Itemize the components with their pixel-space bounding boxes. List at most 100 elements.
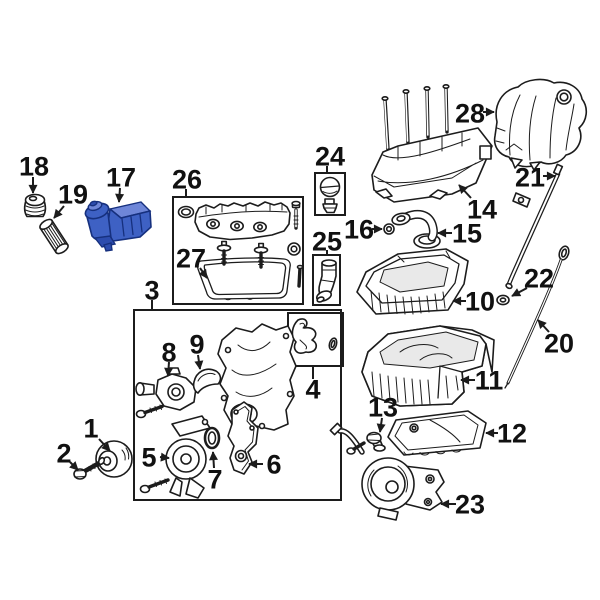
callout-15: 15: [437, 218, 482, 248]
callout-label-23: 23: [455, 489, 485, 519]
callout-label-21: 21: [515, 162, 545, 192]
callout-27: 27: [176, 243, 208, 279]
callout-26: 26: [172, 164, 202, 196]
callout-10: 10: [452, 286, 495, 316]
callout-leader-27: [198, 267, 208, 279]
part-valve-cover-group: [177, 200, 304, 288]
callout-5: 5: [141, 442, 170, 472]
callout-label-28: 28: [455, 98, 485, 128]
part-9-gasket: [192, 368, 222, 394]
callout-leader-14: [458, 184, 472, 199]
callout-label-5: 5: [141, 442, 156, 472]
callout-label-19: 19: [58, 179, 88, 209]
part-24-oil-filter-cap: [319, 176, 341, 214]
callout-label-13: 13: [368, 392, 398, 422]
part-valve-cover-stud: [253, 242, 269, 269]
part-25-oil-filter-adapter: [315, 259, 337, 303]
part-18-oil-filter-cap: [23, 193, 47, 218]
callout-9: 9: [189, 329, 205, 370]
part-8-thermostat-housing: [135, 367, 197, 419]
callout-label-26: 26: [172, 164, 202, 194]
callout-leader-2: [69, 461, 79, 471]
part-19-oil-filter-element: [39, 218, 69, 255]
callout-label-18: 18: [19, 151, 49, 181]
callout-leader-5: [159, 452, 170, 462]
group-box-26: [172, 196, 304, 305]
callout-label-12: 12: [497, 418, 527, 448]
callout-23: 23: [440, 489, 485, 519]
group-box-24: [314, 172, 346, 216]
callout-leader-9: [194, 354, 204, 370]
callout-label-22: 22: [524, 263, 554, 293]
part-timing-cover-group: [135, 323, 297, 499]
callout-leader-20: [537, 319, 550, 333]
part-12-lower-oil-pan: [387, 410, 487, 456]
callout-28: 28: [455, 98, 495, 128]
part-10-upper-oil-pan: [356, 248, 469, 315]
callout-leader-17: [115, 187, 125, 203]
callout-leader-1: [98, 438, 111, 452]
callout-leader-13: [376, 417, 386, 433]
callout-1: 1: [83, 413, 111, 452]
callout-label-4: 4: [305, 374, 320, 404]
callout-label-24: 24: [315, 141, 345, 171]
part-valve-cover-bolt: [291, 200, 301, 230]
callout-14: 14: [458, 184, 497, 224]
callout-24: 24: [315, 141, 345, 172]
callout-label-6: 6: [266, 449, 281, 479]
stud-bolts: [381, 84, 450, 152]
part-17-oil-filter-housing: [84, 200, 152, 252]
callout-17: 17: [106, 162, 136, 203]
part-11-structural-oil-pan: [361, 325, 495, 407]
callout-22: 22: [511, 263, 554, 297]
callout-leader-7: [209, 451, 218, 469]
callout-label-9: 9: [189, 329, 204, 359]
callout-3: 3: [144, 275, 160, 309]
part-5-water-pump: [139, 415, 211, 499]
callout-label-20: 20: [544, 328, 574, 358]
group-box-3: [133, 309, 342, 501]
callout-11: 11: [460, 365, 504, 395]
group-box-25: [312, 254, 341, 306]
part-28-upper-intake-manifold: [493, 78, 588, 171]
parts-layer: [23, 78, 588, 521]
callout-25: 25: [312, 226, 342, 256]
part-20-dipstick: [504, 245, 570, 389]
callout-label-10: 10: [465, 286, 495, 316]
callout-2: 2: [56, 438, 79, 471]
part-valve-cover-stud: [216, 240, 232, 266]
callout-21: 21: [515, 162, 556, 192]
part-23-oil-pump: [329, 422, 445, 521]
callout-label-14: 14: [467, 194, 497, 224]
callout-label-8: 8: [161, 337, 176, 367]
callout-18: 18: [19, 151, 49, 194]
callout-leader-22: [511, 287, 528, 297]
callout-leader-8: [164, 361, 174, 377]
callout-16: 16: [344, 214, 383, 244]
part-14-lower-intake-manifold: [371, 84, 493, 203]
callout-8: 8: [161, 337, 177, 377]
callout-label-16: 16: [344, 214, 374, 244]
part-15-oil-pickup-tube: [391, 209, 441, 249]
part-2-pulley-bolt: [73, 456, 106, 480]
part-16-oring: [383, 223, 395, 235]
part-27-valve-cover-gasket: [196, 257, 291, 301]
callout-label-3: 3: [144, 275, 159, 305]
callout-label-17: 17: [106, 162, 136, 192]
part-7-oring-seal: [203, 426, 221, 450]
callout-19: 19: [53, 179, 88, 219]
callout-13: 13: [368, 392, 398, 433]
part-4-cover-gasket: [291, 318, 338, 354]
callout-6: 6: [248, 449, 282, 479]
callout-label-27: 27: [176, 243, 206, 273]
callout-leader-19: [53, 205, 65, 219]
callout-label-11: 11: [475, 365, 504, 395]
callout-7: 7: [207, 451, 223, 494]
callout-4: 4: [305, 367, 321, 404]
part-22-grommet: [496, 294, 510, 306]
callout-label-1: 1: [83, 413, 98, 443]
callout-20: 20: [537, 319, 574, 358]
